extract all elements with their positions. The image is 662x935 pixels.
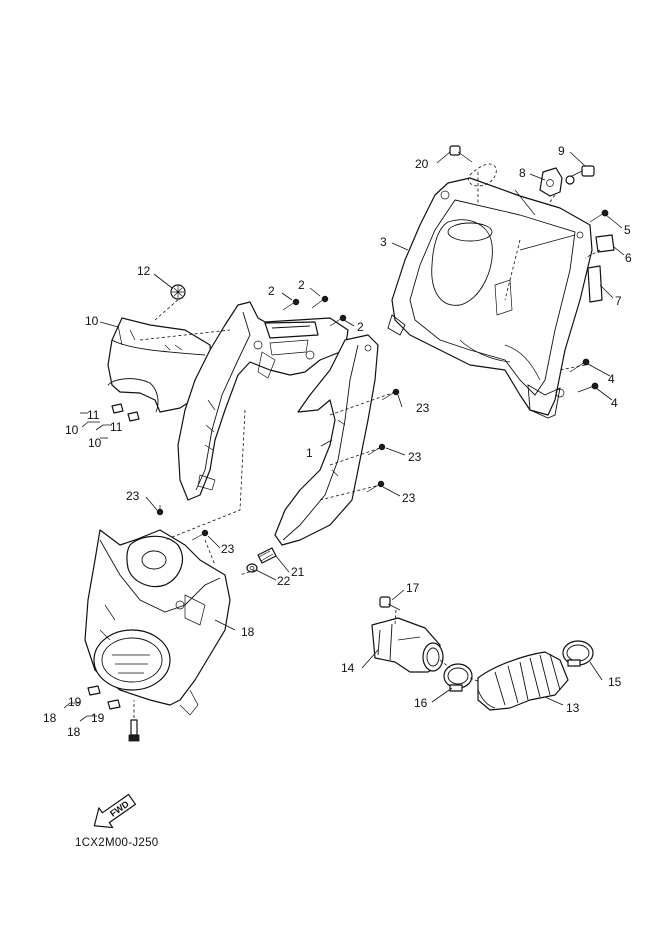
callout-18: 18 — [67, 725, 81, 739]
callout-19: 19 — [91, 711, 105, 725]
part-22-washer — [246, 563, 258, 573]
meter-panel — [177, 301, 349, 501]
callout-6: 6 — [625, 251, 632, 265]
part-16-clamp — [443, 663, 473, 692]
part-6-pad — [595, 234, 615, 253]
part-21-screw — [257, 547, 277, 564]
callout-7: 7 — [615, 294, 622, 308]
part-14-intake-joint — [371, 617, 444, 673]
callout-19: 19 — [68, 695, 82, 709]
part-17-bolt — [379, 596, 401, 611]
part-19-grommets — [87, 685, 121, 710]
callout-23: 23 — [126, 489, 140, 503]
callout-17: 17 — [406, 581, 420, 595]
callout-12: 12 — [137, 264, 151, 278]
part-18-bolt — [128, 719, 140, 742]
part-15-clamp — [562, 640, 594, 667]
callout-15: 15 — [608, 675, 622, 689]
callout-13: 13 — [566, 701, 580, 715]
callout-10: 10 — [88, 436, 102, 450]
part-13-intake-duct — [477, 651, 569, 711]
callout-5: 5 — [624, 223, 631, 237]
part-4-screws — [569, 358, 599, 393]
callout-23: 23 — [416, 401, 430, 415]
part-8-bracket — [539, 167, 563, 197]
part-5-screw — [589, 209, 609, 223]
callout-14: 14 — [341, 661, 355, 675]
leader-lines — [63, 151, 625, 722]
callout-22: 22 — [277, 574, 291, 588]
diagram-code: 1CX2M00-J250 — [75, 837, 159, 849]
callout-23: 23 — [408, 450, 422, 464]
callout-10: 10 — [85, 314, 99, 328]
part-7-strip — [587, 265, 603, 303]
callout-16: 16 — [414, 696, 428, 710]
part-9-bolt — [565, 165, 595, 185]
callout-4: 4 — [608, 372, 615, 386]
callout-2: 2 — [268, 284, 275, 298]
part-10-front-cover — [107, 317, 213, 413]
callout-2: 2 — [357, 320, 364, 334]
part-11-grommets — [111, 403, 140, 422]
fwd-arrow-icon: FWD — [93, 793, 137, 829]
callout-23: 23 — [221, 542, 235, 556]
callout-23: 23 — [402, 491, 416, 505]
callout-1: 1 — [306, 446, 313, 460]
callout-11: 11 — [110, 420, 123, 434]
part-3-inner-panel — [387, 177, 593, 419]
callout-3: 3 — [380, 235, 387, 249]
callout-10: 10 — [65, 423, 79, 437]
callout-numbers: 1 2 2 2 3 4 4 5 6 7 8 9 10 10 10 11 11 1… — [43, 144, 632, 739]
assembly-lines — [133, 194, 601, 718]
callout-9: 9 — [558, 144, 565, 158]
callout-2: 2 — [298, 278, 305, 292]
callout-11: 11 — [87, 408, 100, 422]
part-12-clip — [170, 284, 186, 300]
part-18-front-shield — [84, 529, 231, 716]
part-20-screw — [449, 145, 497, 205]
callout-18: 18 — [43, 711, 57, 725]
callout-21: 21 — [291, 565, 305, 579]
callout-8: 8 — [519, 166, 526, 180]
part-2-screws — [282, 295, 347, 327]
callout-4: 4 — [611, 396, 618, 410]
callout-18: 18 — [241, 625, 255, 639]
callout-20: 20 — [415, 157, 429, 171]
